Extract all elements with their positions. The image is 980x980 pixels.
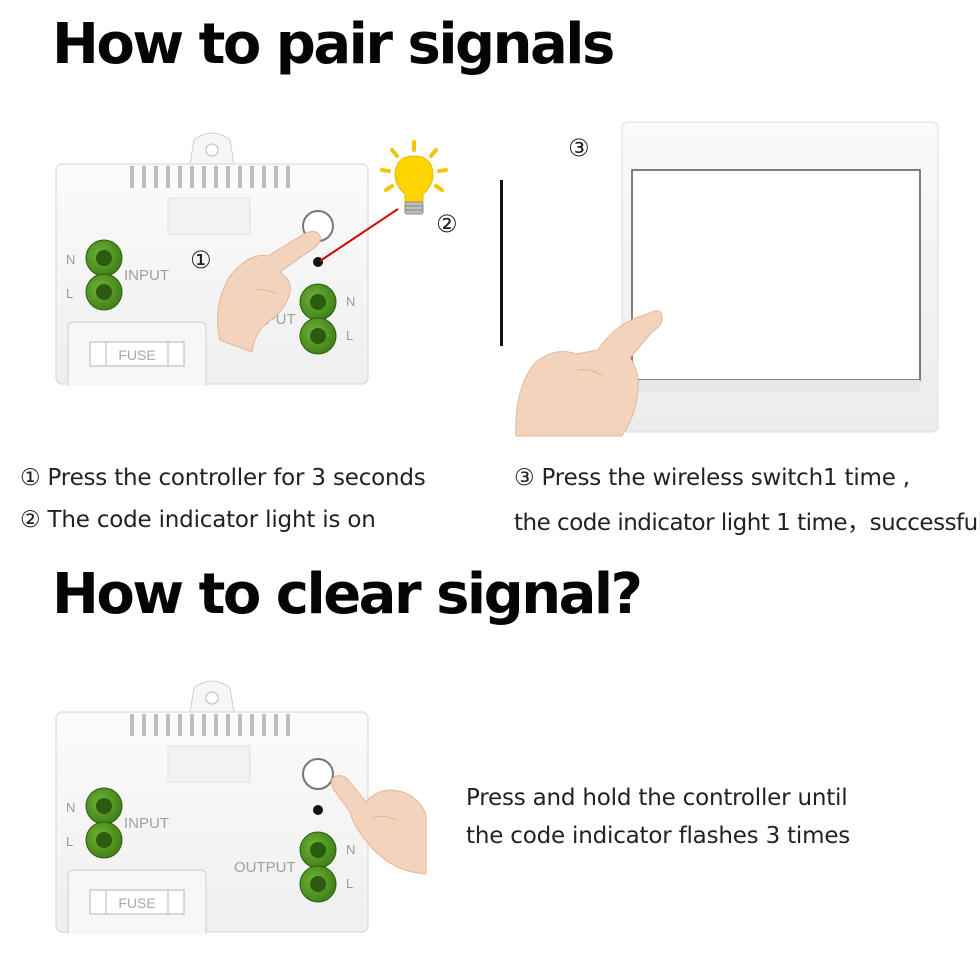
input-l-label: L (66, 286, 73, 301)
step-2-marker: ② (436, 210, 458, 238)
step-2-caption: ② The code indicator light is on (20, 507, 376, 533)
section-divider (500, 180, 503, 346)
output-l-label: L (346, 328, 353, 343)
pair-heading: How to pair signals (52, 12, 615, 77)
input-n-label: N (66, 252, 75, 267)
step-3-caption: ③ Press the wireless switch1 time , (514, 465, 910, 491)
output-n-label-2: N (346, 842, 355, 857)
step-2-caption-text: The code indicator light is on (47, 507, 376, 533)
step-3-caption-marker: ③ (514, 465, 535, 491)
step-1-caption-marker: ① (20, 465, 41, 491)
output-n-label: N (346, 294, 355, 309)
pressing-hand-clear-icon (330, 775, 427, 875)
input-l-label-2: L (66, 834, 73, 849)
wireless-wall-switch (515, 121, 939, 437)
clear-instruction-line2: the code indicator flashes 3 times (466, 823, 851, 849)
output-label-2: OUTPUT (234, 859, 296, 876)
step-2-caption-marker: ② (20, 507, 41, 533)
step-1-caption: ① Press the controller for 3 seconds (20, 465, 426, 491)
indicator-signal-line (319, 208, 399, 262)
pressing-hand-icon (217, 230, 321, 353)
fuse-label-2: FUSE (118, 895, 155, 911)
step-3-caption-line2: the code indicator light 1 time，successf… (514, 510, 980, 536)
input-n-label-2: N (66, 800, 75, 815)
output-l-label-2: L (346, 876, 353, 891)
fuse-label: FUSE (118, 347, 155, 363)
step-3-marker: ③ (568, 134, 590, 162)
step-1-marker: ① (190, 246, 212, 274)
step-1-caption-text: Press the controller for 3 seconds (47, 465, 426, 491)
clear-instruction-line1: Press and hold the controller until (466, 785, 848, 811)
pressing-hand-switch-icon (515, 310, 663, 437)
light-bulb-icon (380, 140, 448, 215)
input-label: INPUT (124, 267, 169, 284)
controller-device-pair: FUSE N L INPUT OUTPUT N L (55, 132, 369, 386)
controller-device-clear: FUSE N L INPUT OUTPUT N L (55, 680, 427, 934)
input-label-2: INPUT (124, 815, 169, 832)
step-3-caption-line1: Press the wireless switch1 time , (541, 465, 911, 491)
clear-heading: How to clear signal? (52, 562, 643, 627)
